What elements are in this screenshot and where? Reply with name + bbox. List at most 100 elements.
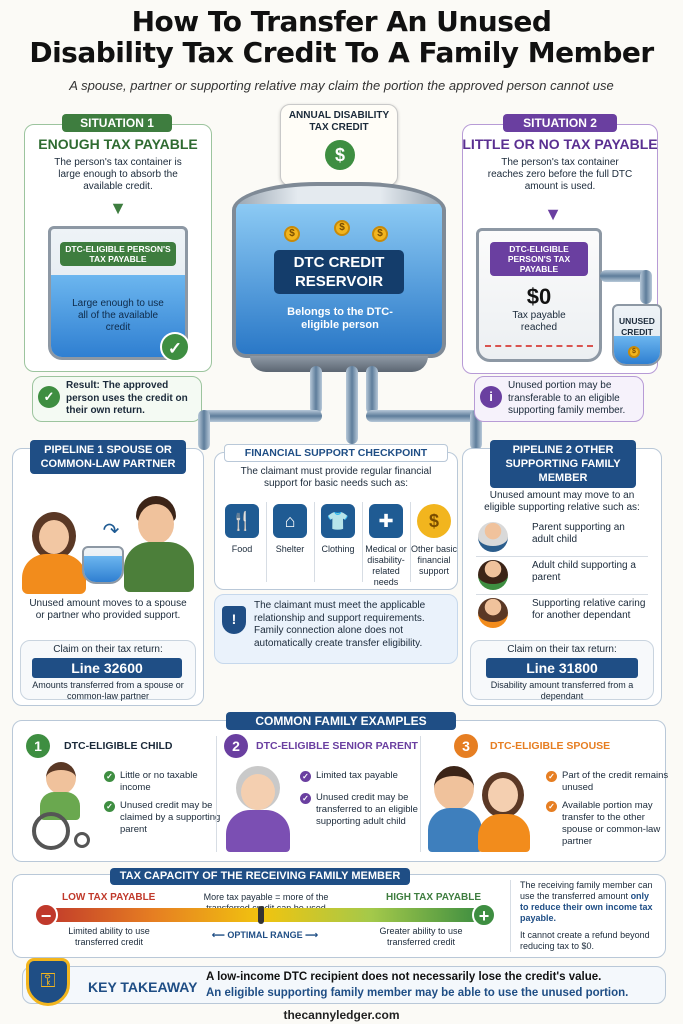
pipe (310, 366, 322, 414)
takeaway-line-1: A low-income DTC recipient does not nece… (206, 971, 602, 983)
situation-2-heading: LITTLE OR NO TAX PAYABLE (462, 136, 658, 152)
divider (410, 502, 411, 582)
situation-1-tank-text: Large enough to use all of the available… (72, 298, 164, 333)
line-32600: Line 32600 (32, 658, 182, 678)
examples-card (12, 720, 666, 862)
pipeline-1-text: Unused amount moves to a spouse or partn… (29, 598, 187, 621)
page-subtitle: A spouse, partner or supporting relative… (69, 78, 614, 93)
checkpoint-note-text: The claimant must meet the applicable re… (254, 600, 426, 649)
pipeline-2-text: Unused amount may move to an eligible su… (484, 490, 640, 513)
reservoir-sign-text: ANNUAL DISABILITY TAX CREDIT (288, 110, 390, 133)
coin-icon: $ (284, 226, 300, 242)
capacity-side-text: The receiving family member can use the … (520, 880, 653, 923)
situation-1-text: The person's tax container is large enou… (54, 157, 182, 192)
divider (510, 880, 511, 952)
check-icon: ✓ (38, 386, 60, 408)
checkpoint-header: FINANCIAL SUPPORT CHECKPOINT (224, 444, 448, 462)
check-circle-icon: ✓ (160, 332, 190, 362)
low-tax-label: LOW TAX PAYABLE (62, 892, 156, 903)
example-point: Part of the credit remains unused (562, 770, 669, 793)
need-label: Food (231, 544, 253, 554)
unused-credit-label: UNUSED CREDIT (619, 316, 655, 337)
situation-1-tank-label: DTC-ELIGIBLE PERSON'S TAX PAYABLE (60, 242, 176, 266)
pipeline-1-line-caption: Amounts transferred from a spouse or com… (32, 680, 184, 701)
pipeline-2-claim: Claim on their tax return: (507, 644, 617, 655)
divider (216, 736, 217, 852)
mini-jar-icon (82, 546, 124, 584)
info-icon: i (480, 386, 502, 408)
need-label: Medical or disability-related needs (365, 544, 407, 587)
coin-icon: $ (334, 220, 350, 236)
need-label: Shelter (275, 544, 305, 554)
footer-site[interactable]: thecannyledger.com (283, 1008, 400, 1022)
coin-hand-icon: $ (417, 504, 451, 538)
relative-item: Adult child supporting a parent (532, 560, 636, 583)
arrow-down-icon: ▼ (109, 198, 127, 218)
arrow-down-icon: ▼ (544, 204, 562, 224)
situation-1-result-text: Result: The approved person uses the cre… (66, 380, 188, 416)
shield-icon: ! (222, 606, 246, 634)
example-point: Available portion may transfer to the ot… (562, 800, 661, 847)
example-title: DTC-ELIGIBLE SENIOR PARENT (256, 740, 418, 752)
takeaway-label: KEY TAKEAWAY (88, 979, 198, 995)
divider (476, 594, 648, 595)
relative-avatar (478, 598, 508, 628)
divider (266, 502, 267, 582)
situation-2-note-text: Unused portion may be transferable to an… (508, 380, 626, 416)
check-bullet-icon: ✓ (104, 771, 115, 782)
situation-1-heading: ENOUGH TAX PAYABLE (38, 136, 198, 152)
example-number: 2 (224, 734, 248, 758)
takeaway-line-2: An eligible supporting family member may… (206, 987, 629, 999)
pipe (200, 410, 322, 422)
reservoir-tank (232, 182, 446, 358)
checkpoint-text: The claimant must provide regular financ… (240, 466, 432, 489)
check-bullet-icon: ✓ (546, 771, 557, 782)
plus-icon: + (472, 903, 496, 927)
range-marker (258, 906, 264, 924)
takeaway-card (22, 966, 666, 1004)
man-avatar (120, 496, 196, 592)
child-wheelchair-avatar (28, 762, 98, 852)
pipeline-2-header: PIPELINE 2 OTHER SUPPORTING FAMILY MEMBE… (490, 440, 636, 488)
example-number: 3 (454, 734, 478, 758)
high-caption: Greater ability to use transferred credi… (379, 926, 463, 947)
low-caption: Limited ability to use transferred credi… (68, 926, 150, 947)
coin-icon: $ (372, 226, 388, 242)
situation-1-result (32, 376, 202, 422)
example-point: Unused credit may be claimed by a suppor… (120, 800, 221, 835)
pipe (366, 410, 480, 422)
dollar-icon: $ (325, 140, 355, 170)
pipeline-2-line-caption: Disability amount transferred from a dep… (490, 680, 634, 701)
fork-knife-icon: 🍴 (225, 504, 259, 538)
pipeline-1-header: PIPELINE 1 SPOUSE OR COMMON-LAW PARTNER (30, 440, 186, 474)
pipe (346, 366, 358, 444)
zero-caption: Tax payable reached (512, 310, 566, 333)
pipe (366, 366, 378, 414)
senior-avatar (224, 766, 290, 852)
check-bullet-icon: ✓ (300, 793, 311, 804)
pipe (198, 410, 210, 450)
example-title: DTC-ELIGIBLE CHILD (64, 740, 173, 752)
check-bullet-icon: ✓ (104, 801, 115, 812)
situation-2-note (474, 376, 644, 422)
relative-item: Supporting relative caring for another d… (532, 598, 646, 621)
divider (362, 502, 363, 582)
need-label: Clothing (321, 544, 355, 554)
example-point: Unused credit may be transferred to an e… (316, 792, 418, 827)
check-bullet-icon: ✓ (300, 771, 311, 782)
reservoir-label: DTC CREDIT RESERVOIR (274, 250, 404, 294)
page-title: How To Transfer An Unused Disability Tax… (29, 5, 654, 69)
line-31800: Line 31800 (486, 658, 638, 678)
divider (420, 736, 421, 852)
medical-kit-icon: ✚ (369, 504, 403, 538)
curved-arrow-icon: ↷ (102, 520, 120, 542)
divider (476, 556, 648, 557)
minus-icon: − (34, 903, 58, 927)
capacity-header: TAX CAPACITY OF THE RECEIVING FAMILY MEM… (110, 868, 410, 885)
couple-avatar (428, 762, 532, 852)
pipe (600, 270, 650, 282)
need-label: Other basic financial support (410, 544, 458, 576)
optimal-range: ⟵ OPTIMAL RANGE ⟶ (211, 930, 319, 940)
situation-2-tank-label: DTC-ELIGIBLE PERSON'S TAX PAYABLE (490, 242, 588, 276)
divider (314, 502, 315, 582)
